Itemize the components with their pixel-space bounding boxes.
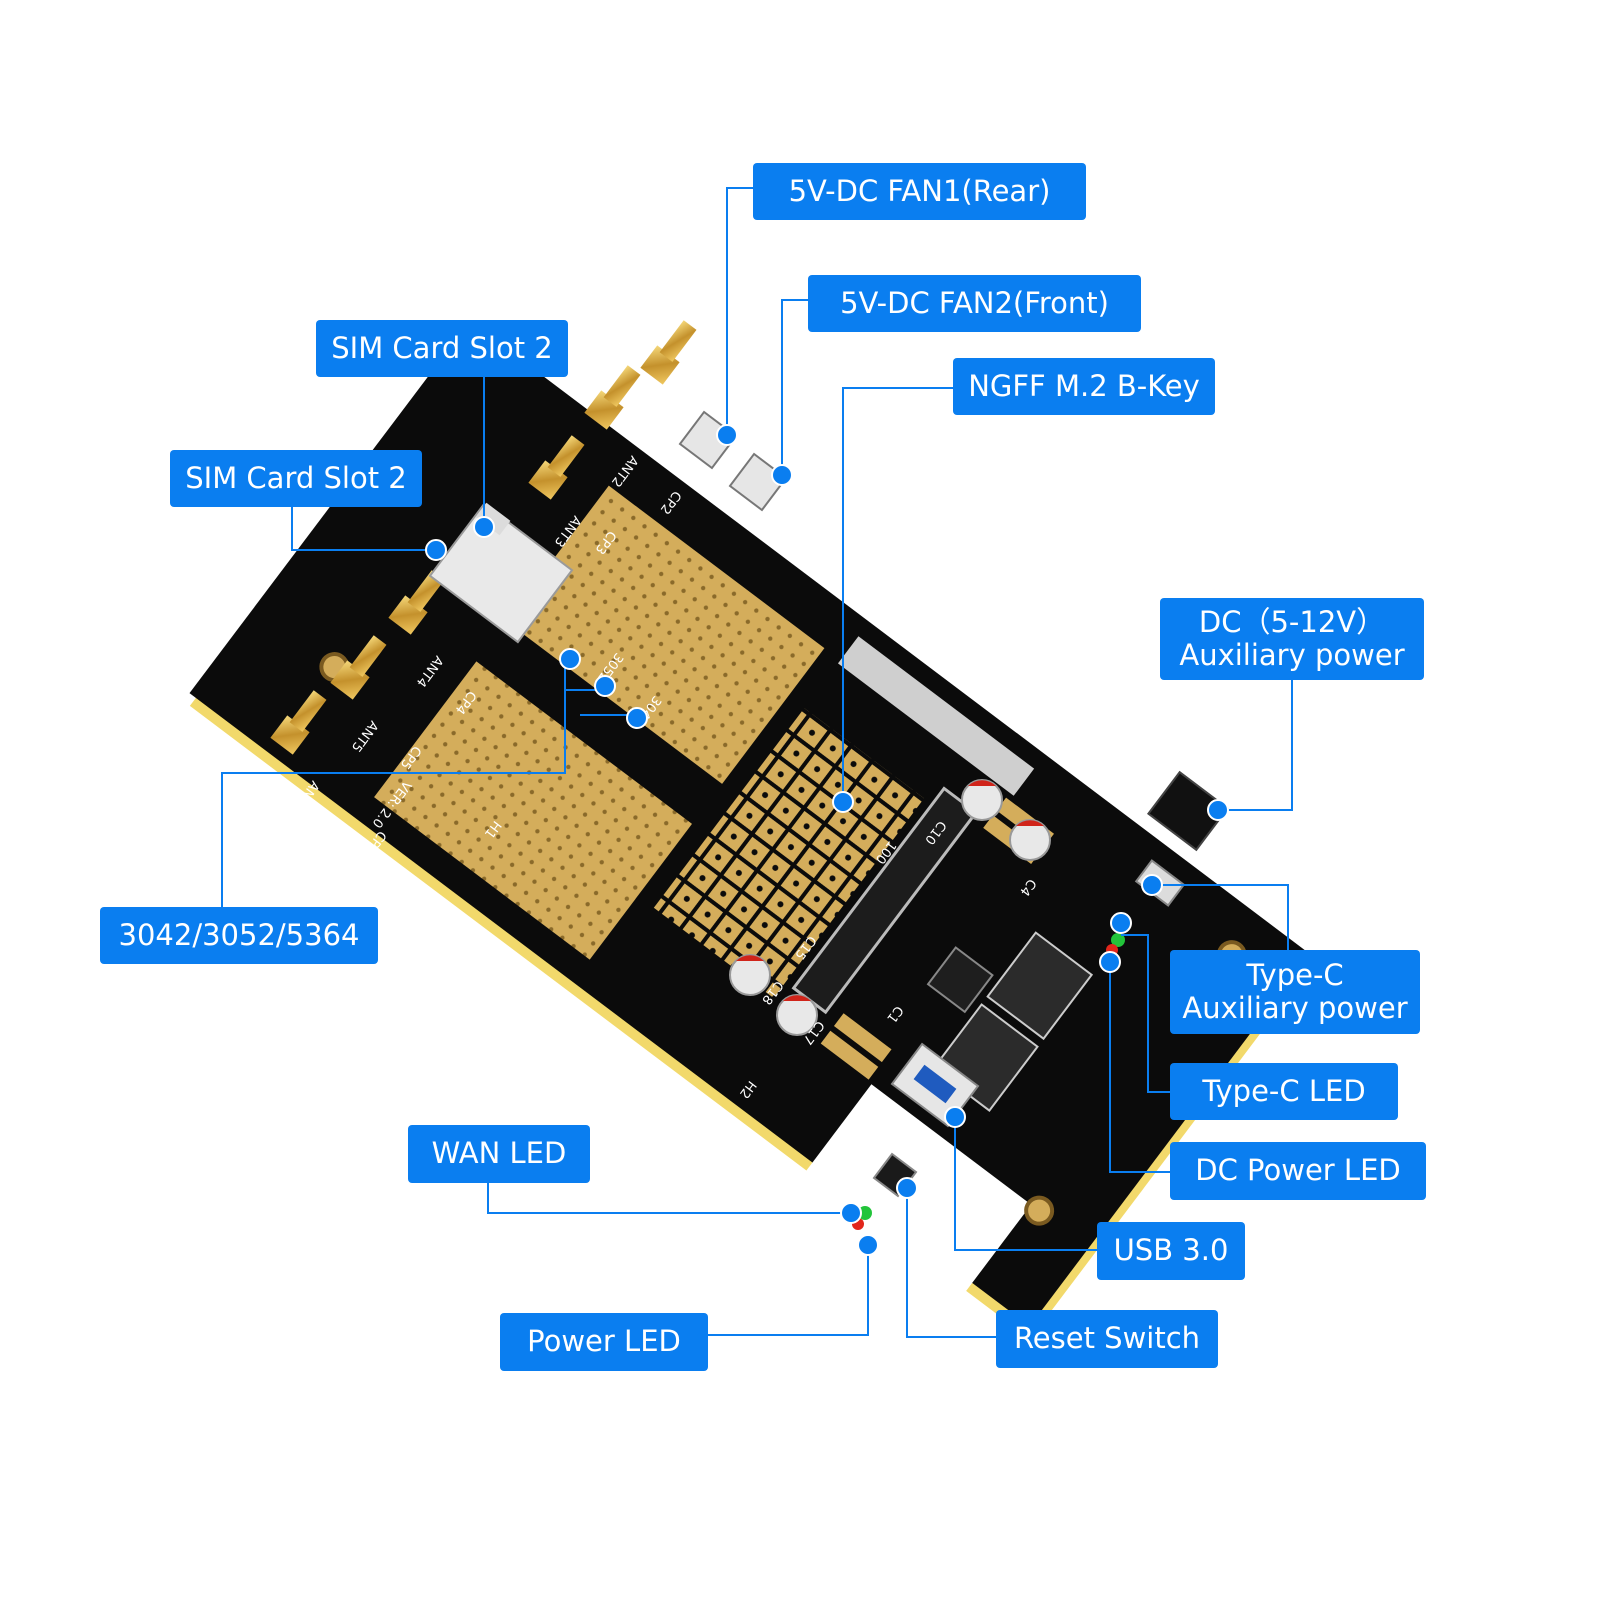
- dot-sim-lower: [425, 539, 447, 561]
- callout-reset: Reset Switch: [996, 1310, 1218, 1368]
- leader-power-led: [708, 1245, 869, 1336]
- callout-typec-power: Type-C Auxiliary power: [1170, 950, 1420, 1034]
- dot-power-led: [857, 1234, 879, 1256]
- dot-module-5364: [559, 648, 581, 670]
- callout-sim-lower: SIM Card Slot 2: [170, 450, 422, 507]
- leader-fan2: [781, 299, 808, 475]
- silk-cp1: CP1: [777, 495, 804, 524]
- cap-row-4: [820, 1030, 879, 1080]
- callout-typec-led-label: Type-C LED: [1202, 1073, 1366, 1108]
- pcb-board: ANT1 ANT2 ANT3 ANT4 ANT5 ANT6 CP1 CP2 CP…: [189, 320, 1313, 1340]
- callout-reset-label: Reset Switch: [1013, 1321, 1201, 1356]
- callout-dc-led: DC Power LED: [1170, 1142, 1426, 1200]
- callout-fan2: 5V-DC FAN2(Front): [808, 275, 1141, 332]
- dot-wan-led: [840, 1202, 862, 1224]
- dot-dc-power: [1207, 799, 1229, 821]
- callout-usb3-label: USB 3.0: [1113, 1233, 1229, 1268]
- callout-sim-upper: SIM Card Slot 2: [316, 320, 568, 377]
- leader-wan-led: [487, 1183, 851, 1214]
- leader-dc-power: [1218, 677, 1293, 811]
- callout-typec-power-line1: Type-C: [1246, 957, 1344, 992]
- callout-fan1-label: 5V-DC FAN1(Rear): [788, 173, 1051, 208]
- leader-modules: [221, 659, 566, 907]
- dot-fan1: [716, 424, 738, 446]
- silk-fcc: FCC: [1011, 658, 1038, 688]
- dot-module-3042: [626, 707, 648, 729]
- callout-modules: 3042/3052/5364: [100, 907, 378, 964]
- power-mosfet-2: [986, 931, 1094, 1041]
- callout-fan1: 5V-DC FAN1(Rear): [753, 163, 1086, 220]
- callout-ngff: NGFF M.2 B-Key: [953, 358, 1215, 415]
- cap-row-3: [833, 1013, 892, 1063]
- wan-led: [858, 1206, 872, 1220]
- callout-dc-power: DC（5-12V） Auxiliary power: [1160, 598, 1424, 680]
- sma-connectors: [270, 320, 697, 755]
- leader-dots: [425, 424, 1229, 1256]
- silk-sn: S/N:: [966, 618, 994, 648]
- silk-ce: CE: [1051, 698, 1073, 721]
- dc-jack: [1146, 770, 1230, 852]
- callout-typec-power-line2: Auxiliary power: [1182, 991, 1408, 1025]
- dot-typec-led: [1110, 912, 1132, 934]
- module-pad-grid: [653, 708, 925, 999]
- leader-ngff: [842, 387, 953, 802]
- callout-modules-label: 3042/3052/5364: [118, 917, 360, 952]
- dot-module-3052: [594, 675, 616, 697]
- usb3-blue-insert: [913, 1064, 957, 1104]
- dot-reset: [896, 1177, 918, 1199]
- shield-area-right: [374, 661, 693, 960]
- dot-ngff: [832, 791, 854, 813]
- silk-h3: H3: [1056, 738, 1079, 761]
- leader-usb3: [954, 1117, 1097, 1251]
- callout-sim-upper-label: SIM Card Slot 2: [331, 330, 553, 365]
- callout-typec-led: Type-C LED: [1170, 1063, 1398, 1120]
- callout-wan-led: WAN LED: [408, 1125, 590, 1183]
- power-inductor: [926, 946, 994, 1014]
- sim-card-slot: [428, 502, 574, 644]
- leader-typec-power: [1152, 884, 1289, 950]
- callout-usb3: USB 3.0: [1097, 1222, 1245, 1280]
- callout-dc-power-line2: Auxiliary power: [1179, 638, 1405, 672]
- typec-led: [1111, 933, 1125, 947]
- callout-fan2-label: 5V-DC FAN2(Front): [840, 285, 1109, 320]
- callout-power-led: Power LED: [500, 1313, 708, 1371]
- sticker-label: [837, 636, 1035, 796]
- leader-dc-led: [1109, 962, 1170, 1173]
- electrolytic-caps: [729, 779, 1051, 1036]
- callout-dc-led-label: DC Power LED: [1195, 1153, 1401, 1188]
- board-cutout: [805, 1084, 1032, 1293]
- dot-fan2: [771, 464, 793, 486]
- leader-typec-led: [1121, 934, 1170, 1093]
- callout-wan-led-label: WAN LED: [431, 1136, 567, 1171]
- callout-ngff-label: NGFF M.2 B-Key: [968, 368, 1200, 403]
- callout-sim-lower-label: SIM Card Slot 2: [185, 460, 407, 495]
- mount-hole-h2: [1024, 1195, 1055, 1226]
- leader-fan1: [726, 187, 753, 435]
- callout-dc-power-line1: DC（5-12V）: [1198, 604, 1386, 639]
- dot-usb3: [944, 1106, 966, 1128]
- shield-area-left: [506, 485, 825, 784]
- leader-sim-lower: [291, 507, 436, 551]
- dot-typec-power: [1141, 874, 1163, 896]
- callout-power-led-label: Power LED: [527, 1324, 681, 1359]
- leader-lines: [221, 187, 1293, 1338]
- leader-reset: [906, 1188, 996, 1338]
- dot-sim-upper: [473, 516, 495, 538]
- fan2-connector: [728, 452, 788, 512]
- dot-dc-led: [1099, 951, 1121, 973]
